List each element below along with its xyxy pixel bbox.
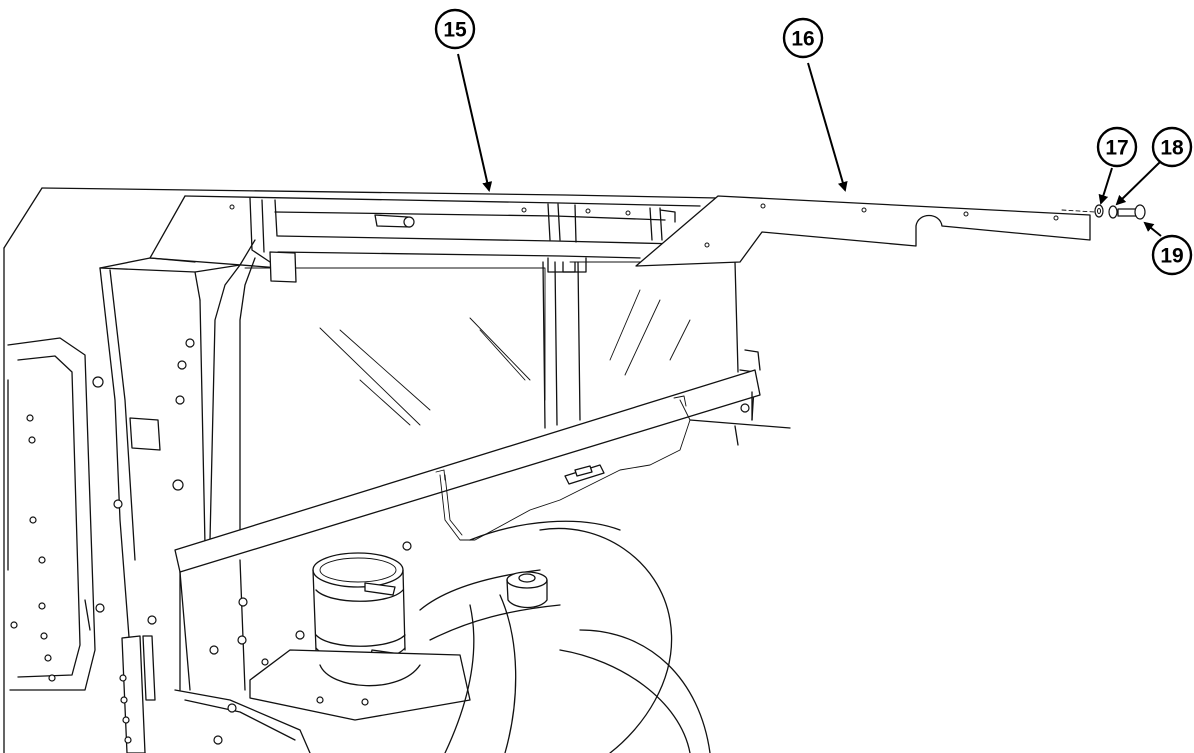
callout-15-leader [457,53,493,192]
cowl-panel [174,369,791,691]
left-door-panel [7,257,196,753]
callout-17-circle [1096,126,1138,168]
callout-15: 15 [434,8,493,192]
callout-17: 17 [1096,126,1138,205]
windshield-frame [3,187,761,753]
lower-bracket [174,689,311,753]
callout-17-leader [1098,167,1113,205]
callout-16: 16 [782,17,848,192]
callout-16-label: 16 [791,28,814,51]
callout-16-leader [807,62,848,192]
callout-19-circle [1151,234,1193,276]
part-16-bracket [635,195,1096,267]
callout-19-label: 19 [1160,245,1183,268]
callout-19: 19 [1143,221,1193,276]
hardware-stack [1094,204,1146,220]
callout-17-label: 17 [1105,137,1128,160]
callout-15-label: 15 [443,19,467,42]
callout-19-leader [1143,221,1162,237]
callout-15-circle [434,8,476,50]
callout-18-label: 18 [1160,137,1184,160]
callout-16-circle [782,17,824,59]
air-intake [249,520,711,753]
callout-18-circle [1151,126,1193,168]
callout-18-leader [1115,161,1161,206]
callout-18: 18 [1115,126,1193,206]
